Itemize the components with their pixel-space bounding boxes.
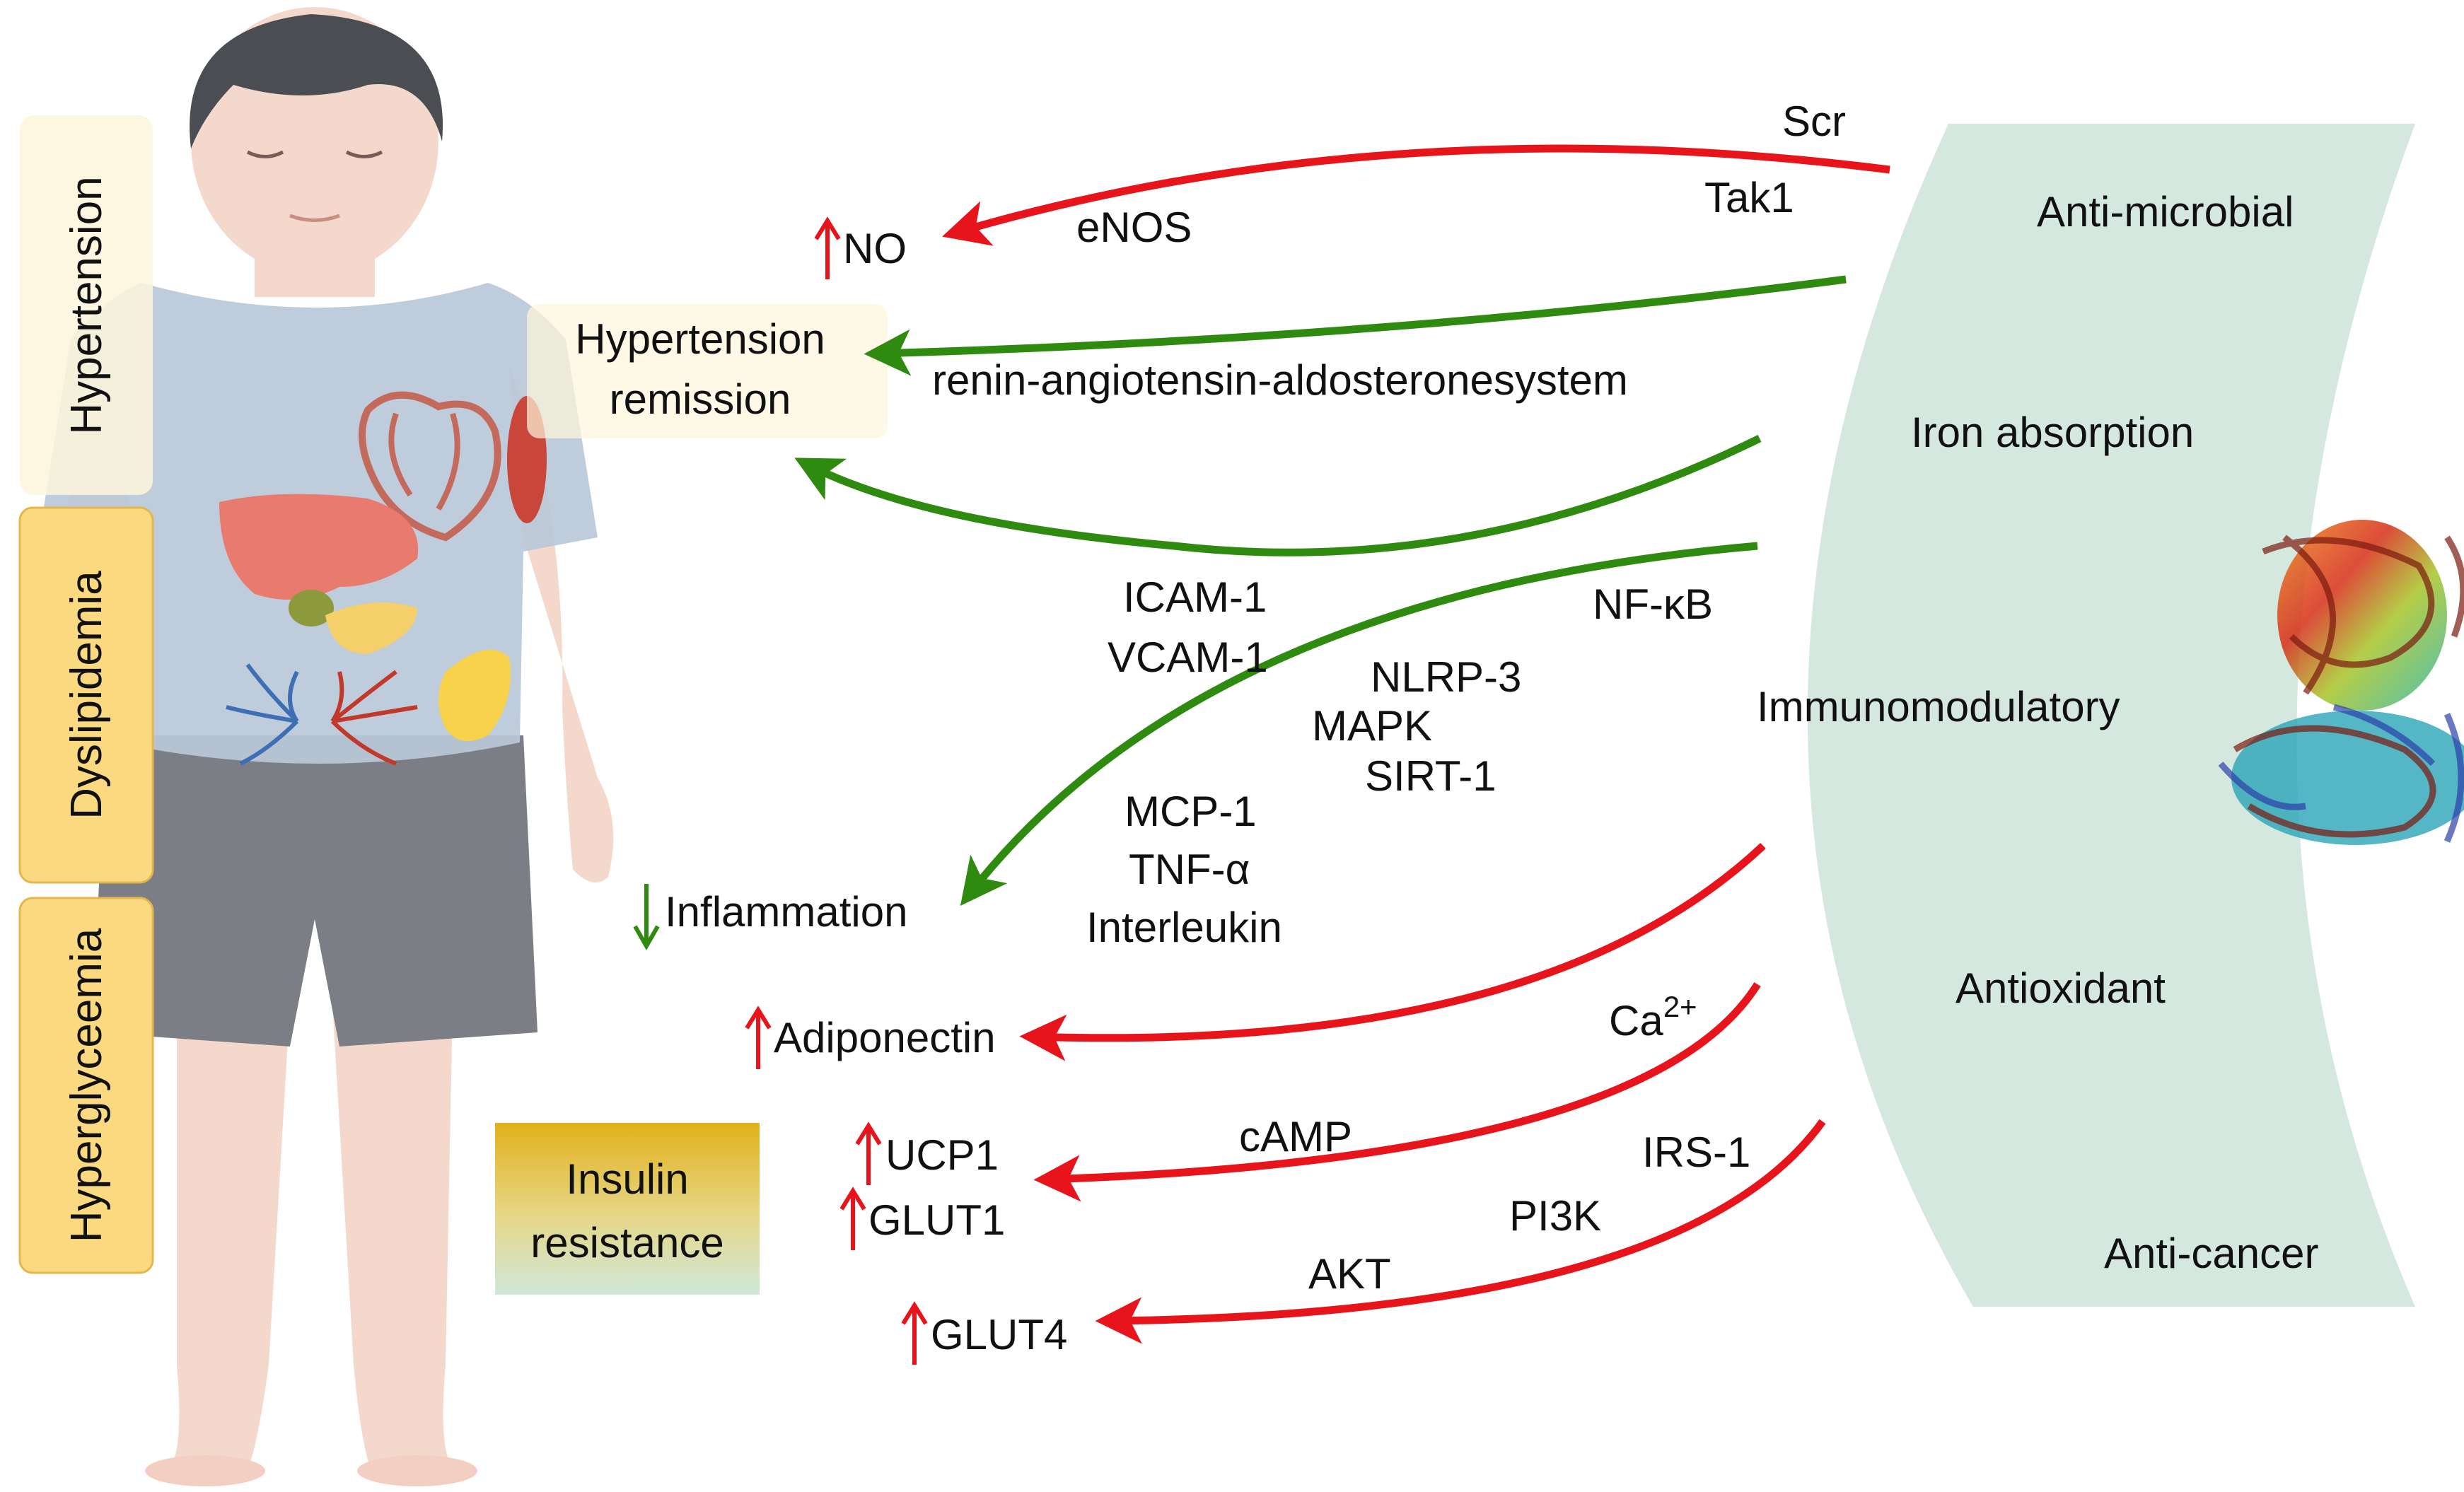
property-iron-absorption: Iron absorption: [1911, 409, 2194, 456]
up-arrow-ucp1: [855, 1121, 882, 1185]
direction-indicators: [633, 216, 928, 1365]
up-arrow-glut1: [839, 1187, 866, 1250]
arrow-to-inflammation: [960, 542, 1758, 907]
mediator-ca: Ca2+: [1609, 990, 1697, 1044]
pancreas-organ: [325, 602, 417, 654]
mouth: [289, 214, 340, 222]
up-arrow-no: [814, 216, 841, 279]
heart-vessel: [388, 412, 460, 511]
mediator-sirt1: SIRT-1: [1365, 752, 1497, 800]
protein-lobe-n: [2277, 520, 2447, 711]
hair: [190, 14, 443, 148]
mediator-interleukin: Interleukin: [1086, 904, 1282, 951]
mediator-mcp1: MCP-1: [1125, 788, 1257, 835]
mediator-vcam1: VCAM-1: [1108, 634, 1268, 681]
protein-structure-illustration: [2218, 520, 2464, 845]
liver-organ: [219, 494, 419, 600]
mediator-tnfa: TNF-α: [1129, 846, 1250, 893]
mediator-icam1: ICAM-1: [1123, 573, 1267, 621]
side-label-hypertension: Hypertension: [62, 176, 111, 434]
mediator-camp: cAMP: [1239, 1113, 1352, 1160]
outcome-glut1: GLUT1: [868, 1196, 1005, 1244]
property-anticancer: Anti-cancer: [2104, 1230, 2318, 1277]
mediator-akt: AKT: [1308, 1250, 1391, 1298]
side-label-dyslipidemia: Dyslipidemia: [62, 571, 111, 820]
mediator-irs1: IRS-1: [1642, 1129, 1750, 1176]
arrow-to-adiponectin: [1019, 842, 1766, 1061]
legs-shape: [170, 1004, 290, 1471]
properties-crescent: [1807, 124, 2415, 1307]
mediator-enos: eNOS: [1076, 204, 1192, 251]
mediator-pi3k: PI3K: [1509, 1192, 1601, 1240]
arrow-to-ucp1-glut1: [1033, 982, 1761, 1202]
arrow-to-hypertension-remission: [864, 275, 1847, 376]
arrow-to-glut4: [1095, 1119, 1826, 1344]
property-immunomodulatory: Immunomodulatory: [1757, 683, 2120, 730]
outcome-inflammation: Inflammation: [665, 888, 907, 936]
mediator-scr: Scr: [1782, 98, 1846, 145]
mediator-nlrp3: NLRP-3: [1371, 653, 1521, 701]
side-box-hyperglycemia: [18, 897, 154, 1274]
foot-left: [145, 1455, 265, 1486]
mediator-ca-base: Ca: [1609, 997, 1663, 1044]
insulin-resistance-line2: resistance: [530, 1219, 723, 1266]
foot-right: [357, 1455, 477, 1486]
side-box-hypertension: [20, 115, 153, 495]
up-arrow-glut4: [901, 1301, 928, 1365]
side-label-hypertension-group: Hypertension: [20, 115, 153, 495]
outcome-ucp1: UCP1: [885, 1131, 999, 1179]
arrow-to-hypertension-remission-2: [794, 435, 1762, 556]
property-antioxidant: Antioxidant: [1955, 964, 2166, 1012]
outcome-adiponectin: Adiponectin: [774, 1014, 996, 1061]
mediator-raas: renin-angiotensin-aldosteronesystem: [932, 356, 1628, 404]
legs-shape-right: [332, 1004, 453, 1471]
blood-vessels-blue: [226, 663, 299, 766]
mediator-nfkb: NF-κB: [1593, 581, 1713, 628]
arrows: [794, 144, 1890, 1344]
up-arrow-adiponectin: [745, 1006, 772, 1069]
gallbladder-organ: [289, 590, 334, 626]
insulin-resistance-box: Insulin resistance: [495, 1123, 760, 1295]
fat-tissue: [438, 649, 511, 741]
outcome-glut4: GLUT4: [931, 1311, 1067, 1358]
mediator-ca-superscript: 2+: [1663, 990, 1697, 1023]
outcome-hypertension-remission-line1: Hypertension: [575, 315, 825, 363]
side-box-dyslipidemia: [18, 506, 154, 884]
side-label-dyslipidemia-group: Dyslipidemia: [18, 506, 154, 884]
protein-strands: [2233, 535, 2464, 838]
insulin-resistance-line1: Insulin: [566, 1155, 688, 1203]
side-label-hyperglycemia: Hyperglyceemia: [62, 928, 111, 1242]
blood-vessels-red: [330, 670, 418, 766]
protein-strands-blue: [2218, 704, 2464, 843]
insulin-resistance-bg: [495, 1123, 760, 1295]
eye-right: [345, 150, 383, 158]
mediator-mapk: MAPK: [1312, 702, 1432, 750]
heart-organ: [359, 391, 501, 542]
outcome-no: NO: [843, 225, 907, 272]
property-antimicrobial: Anti-microbial: [2037, 188, 2294, 235]
eye-left: [246, 150, 284, 158]
arrow-to-no: [942, 144, 1890, 246]
human-figure-illustration: [39, 7, 614, 1486]
side-label-hyperglycemia-group: Hyperglyceemia: [18, 897, 154, 1274]
shorts: [92, 735, 537, 1047]
down-arrow-inflammation: [633, 884, 660, 951]
hypertension-remission-box: [527, 304, 888, 438]
outcome-hypertension-remission-line2: remission: [610, 375, 791, 423]
mediator-tak1: Tak1: [1704, 174, 1794, 221]
